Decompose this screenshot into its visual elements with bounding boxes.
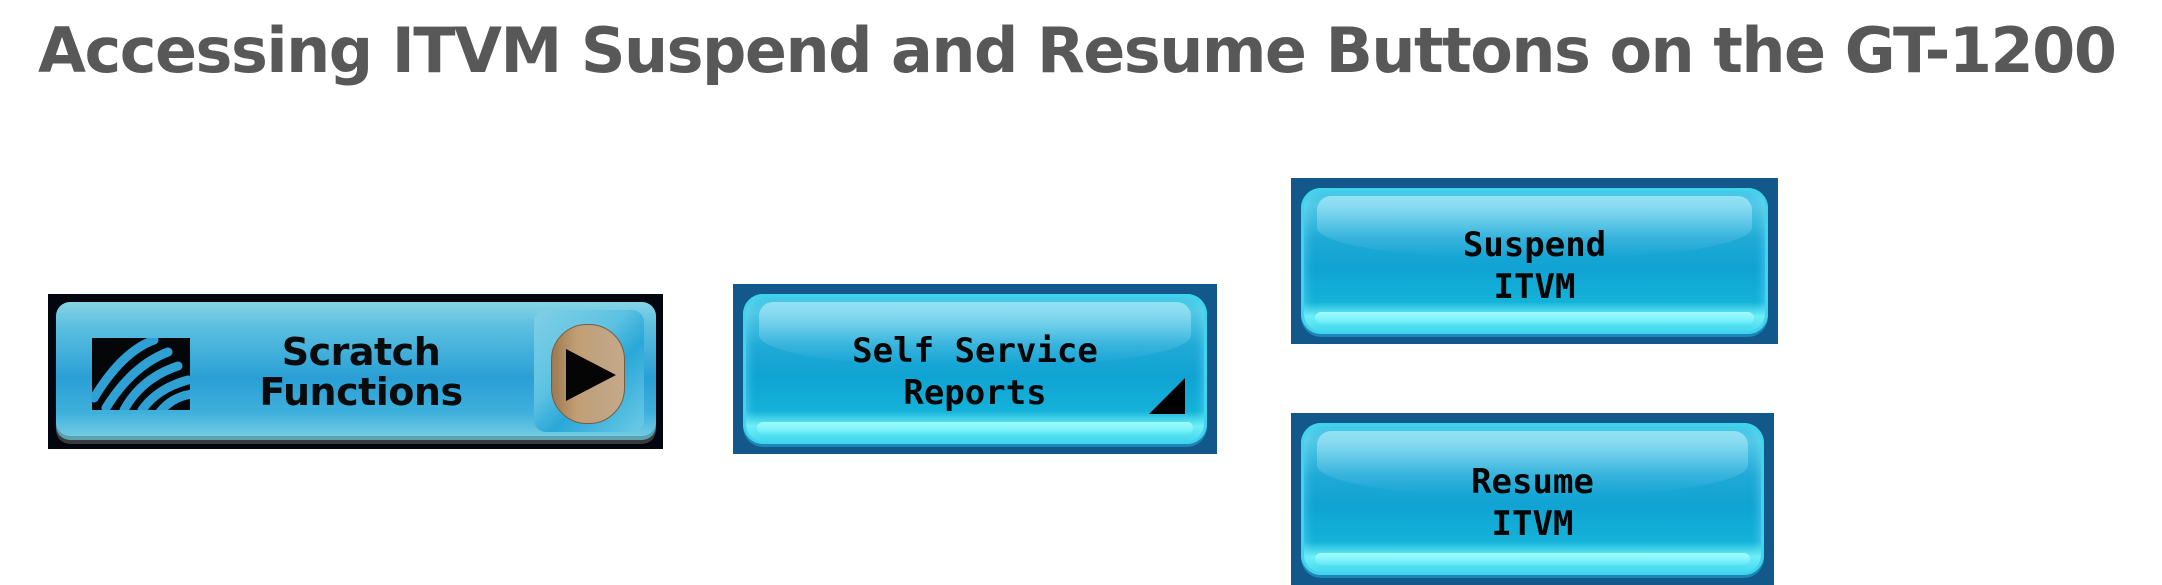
resume-itvm-button[interactable]: Resume ITVM (1301, 423, 1764, 575)
suspend-itvm-frame: Suspend ITVM (1291, 178, 1778, 344)
resume-itvm-frame: Resume ITVM (1291, 413, 1774, 585)
scratch-scribble-icon (92, 338, 190, 410)
scratch-arrow-button[interactable] (534, 310, 644, 432)
label-line-1: Resume (1471, 462, 1594, 502)
label-line-2: ITVM (1491, 504, 1574, 544)
label-line-1: Suspend (1462, 225, 1607, 265)
self-service-reports-label: Self Service Reports (743, 330, 1207, 414)
label-line-1: Self Service (852, 331, 1098, 371)
scratch-functions-frame: Scratch Functions (48, 294, 663, 449)
play-arrow-icon (566, 349, 616, 401)
label-line-2: Reports (903, 373, 1047, 413)
suspend-itvm-button[interactable]: Suspend ITVM (1301, 188, 1768, 334)
scratch-functions-label: Scratch Functions (246, 332, 476, 412)
label-line-2: ITVM (1493, 267, 1576, 307)
label-line-1: Scratch (281, 330, 441, 374)
page-title: Accessing ITVM Suspend and Resume Button… (38, 14, 2117, 87)
suspend-itvm-label: Suspend ITVM (1301, 224, 1768, 308)
self-service-reports-frame: Self Service Reports (733, 284, 1217, 454)
arrow-pill (551, 324, 625, 424)
resume-itvm-label: Resume ITVM (1301, 461, 1764, 545)
self-service-reports-button[interactable]: Self Service Reports (743, 294, 1207, 444)
label-line-2: Functions (259, 370, 463, 414)
scratch-functions-button[interactable]: Scratch Functions (56, 302, 656, 440)
corner-triangle-icon (1149, 378, 1185, 414)
